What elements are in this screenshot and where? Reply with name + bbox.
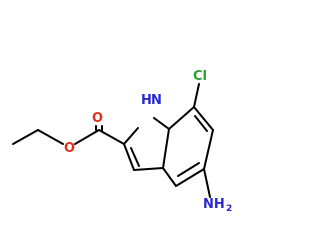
ester-oxygen-label: O (64, 141, 75, 156)
bond-c7-c6-inner (194, 115, 208, 132)
bond-n1-c7a (153, 117, 170, 130)
bond-c3-c3a (133, 167, 164, 171)
bond-c-c2 (98, 129, 125, 145)
bond-c5-c4 (175, 168, 205, 187)
bond-c5-nh2 (203, 168, 211, 198)
amine-subscript: 2 (226, 204, 232, 214)
bond-c2-c3-inner (130, 147, 140, 167)
bond-c7-cl (193, 83, 200, 108)
chlorine-label: Cl (193, 69, 207, 84)
bond-o-carbonyl-c (74, 129, 100, 145)
bond-c3a-c7a (162, 128, 170, 169)
bond-c7a-c7 (168, 106, 195, 130)
bond-c2-c3 (123, 143, 135, 171)
nh-n-label: N (151, 93, 162, 108)
bond-c4-c3a (162, 167, 177, 187)
nh-h-label: H (141, 93, 152, 108)
bond-c5-c4-inner (177, 162, 200, 177)
carbonyl-oxygen-label: O (92, 111, 103, 126)
bond-c2-n1 (123, 127, 139, 145)
molecule-structure: O O H N Cl NH 2 (12, 69, 232, 214)
bond-c7-c6 (193, 106, 214, 131)
bond-c6-c5 (203, 129, 214, 170)
bond-ethyl-ch3-ch2 (12, 129, 39, 145)
amine-label: NH (203, 197, 225, 212)
bond-ethyl-ch2-o (37, 129, 64, 145)
